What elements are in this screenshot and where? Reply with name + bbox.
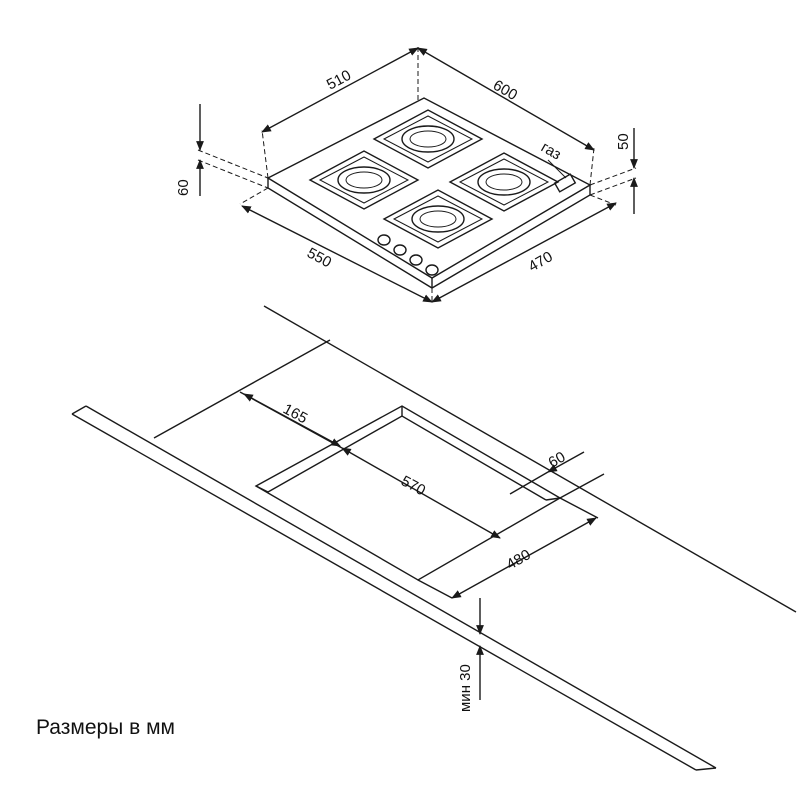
dim-depth-top: 600 bbox=[490, 77, 520, 104]
dim-offset-back: 165 bbox=[280, 401, 310, 428]
dim-width-top: 510 bbox=[324, 67, 354, 94]
control-knobs bbox=[377, 234, 439, 276]
gas-connector bbox=[553, 173, 577, 193]
dim-front-offset: 60 bbox=[546, 448, 569, 471]
dim-height-right: 50 bbox=[615, 133, 632, 150]
burner-right bbox=[448, 152, 560, 212]
burner-left bbox=[308, 150, 420, 210]
countertop-back-edge bbox=[263, 305, 797, 613]
hob-drawing: 510 600 60 50 550 470 газ bbox=[175, 46, 638, 304]
countertop-front-top bbox=[71, 413, 697, 771]
dim-min-thickness: мин 30 bbox=[457, 664, 474, 712]
burner-front bbox=[382, 189, 494, 249]
burner-back bbox=[372, 109, 484, 169]
dim-cutout-depth: 480 bbox=[504, 546, 534, 573]
dim-height-left: 60 bbox=[175, 179, 192, 196]
dim-depth-bottom: 470 bbox=[526, 248, 556, 275]
countertop-drawing: 165 570 60 480 мин 30 bbox=[71, 305, 797, 771]
countertop-front-bottom bbox=[85, 405, 717, 769]
dim-width-bottom: 550 bbox=[304, 245, 334, 272]
units-caption: Размеры в мм bbox=[36, 716, 175, 739]
